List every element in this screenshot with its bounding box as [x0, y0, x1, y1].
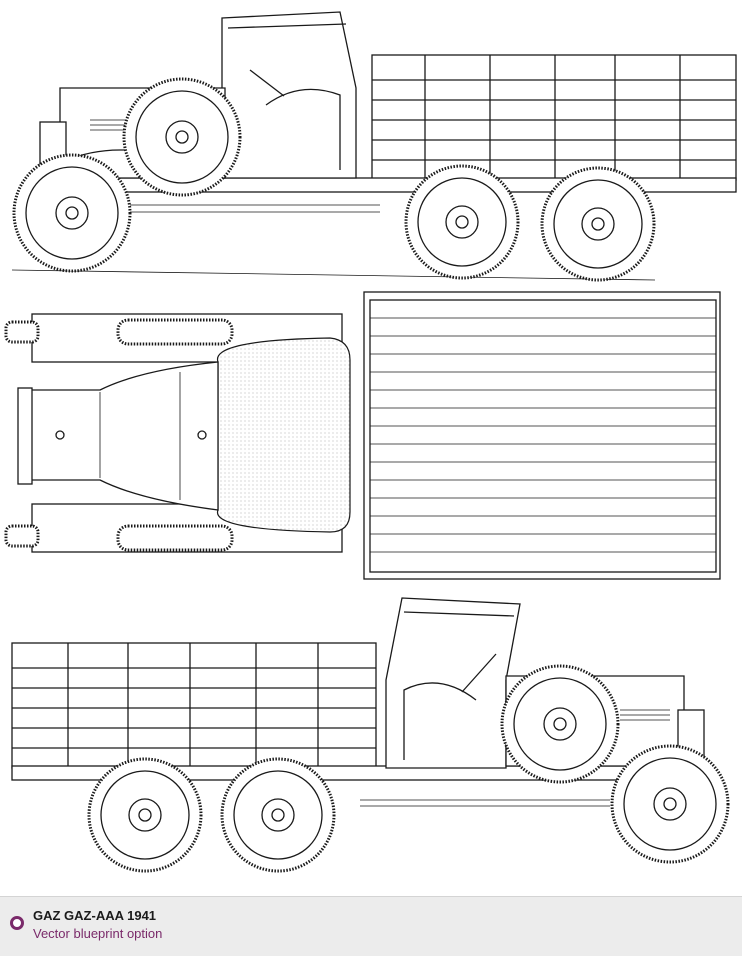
blueprint-subtitle[interactable]: Vector blueprint option — [33, 926, 163, 941]
blueprint-drawing — [4, 11, 737, 873]
side-view-top — [11, 11, 737, 282]
caption-bar: GAZ GAZ-AAA 1941 Vector blueprint option — [0, 896, 742, 956]
side-view-bottom — [11, 597, 730, 873]
blueprint-title: GAZ GAZ-AAA 1941 — [33, 908, 157, 923]
top-view — [4, 291, 721, 580]
ring-icon — [10, 916, 24, 930]
